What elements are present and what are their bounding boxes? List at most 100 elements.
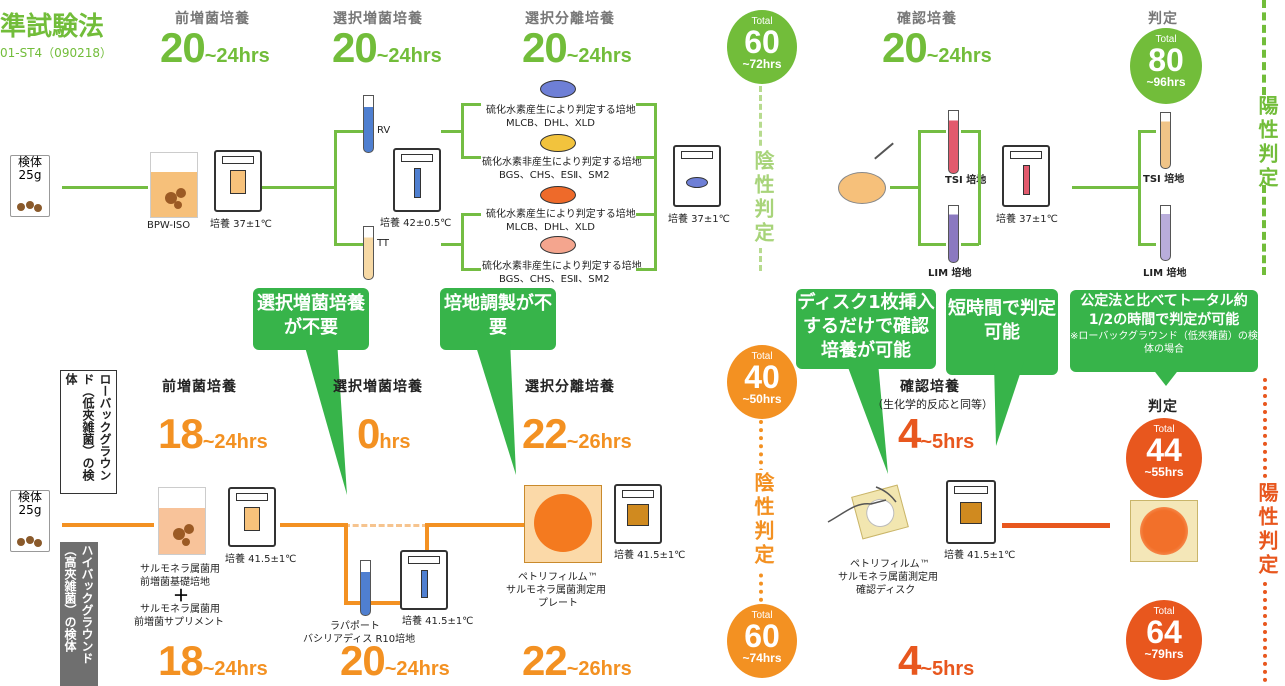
media-2-line1: 硫化水素非産生により判定する培地 bbox=[482, 157, 642, 168]
bottom-line-1 bbox=[62, 523, 154, 527]
bottom-negative-label: 陰性判定 bbox=[749, 470, 778, 570]
disc-label-2: サルモネラ属菌測定用 bbox=[838, 572, 938, 583]
incubator-icon bbox=[400, 550, 448, 610]
bracket-tick bbox=[918, 243, 946, 246]
bracket-tick bbox=[1138, 130, 1156, 133]
bottom-branch-left bbox=[344, 523, 348, 605]
plus-sign: ＋ bbox=[173, 586, 190, 605]
bracket-tick bbox=[461, 213, 481, 216]
hand-icon bbox=[827, 486, 897, 523]
low-background-label: ローバックグラウンド（低夾雑菌）の検体 bbox=[60, 370, 117, 494]
plate-pink-icon bbox=[540, 236, 576, 254]
top-line-2 bbox=[262, 186, 334, 189]
top-total-mid-badge: Total 60 ~72hrs bbox=[727, 10, 797, 84]
plate-blue-icon bbox=[540, 80, 576, 98]
callout-fast-judgement: 短時間で判定可能 bbox=[946, 289, 1058, 375]
lim-tube-icon bbox=[948, 205, 959, 263]
bottom-step-pre-enrichment: 前増菌培養 bbox=[162, 379, 237, 395]
top-confirm-bracket-right bbox=[978, 130, 981, 245]
bottom-total-low-end-badge: Total 44 ~55hrs bbox=[1126, 418, 1202, 498]
top-positive-divider-upper bbox=[1262, 0, 1266, 95]
media-3-line2: MLCB、DHL、XLD bbox=[506, 222, 595, 233]
media-1-line2: MLCB、DHL、XLD bbox=[506, 118, 595, 129]
bracket-tick bbox=[461, 103, 481, 106]
media-1-line1: 硫化水素産生により判定する培地 bbox=[486, 105, 636, 116]
plate-label-2: サルモネラ属菌測定用 bbox=[506, 585, 606, 596]
bpw-bag-icon bbox=[150, 152, 198, 218]
lim-label: LIM 培地 bbox=[928, 268, 972, 279]
petrifilm-plate-icon bbox=[524, 485, 602, 563]
incubator-icon bbox=[393, 148, 441, 212]
media-4-line1: 硫化水素非産生により判定する培地 bbox=[482, 261, 642, 272]
top-incubate-label-3: 培養 37±1℃ bbox=[668, 214, 730, 225]
top-negative-label: 陰性判定 bbox=[749, 148, 778, 248]
medium-line-3: サルモネラ属菌用 bbox=[140, 604, 220, 615]
bracket-tick bbox=[961, 243, 979, 246]
top-line-4 bbox=[441, 243, 461, 246]
top-branch-vertical bbox=[334, 130, 337, 245]
bottom-step-confirmation-note: （生化学的反応と同等） bbox=[872, 398, 993, 411]
bracket-tick bbox=[461, 268, 481, 271]
top-incubate-label-4: 培養 37±1℃ bbox=[996, 214, 1058, 225]
bottom-total-high-end-badge: Total 64 ~79hrs bbox=[1126, 600, 1202, 680]
loop-icon bbox=[874, 142, 894, 160]
tsi-tube-icon bbox=[948, 110, 959, 174]
callout-no-selective-enrichment: 選択増菌培養が不要 bbox=[253, 288, 369, 350]
high-time-confirmation: 4~5hrs bbox=[898, 637, 975, 684]
top-line-6 bbox=[1072, 186, 1140, 189]
bracket-tick bbox=[636, 268, 656, 271]
bottom-step-confirmation: 確認培養 bbox=[900, 379, 960, 395]
top-time-selective-isolation: 20~24hrs bbox=[522, 24, 632, 71]
tt-label: TT bbox=[377, 238, 390, 249]
bottom-incubate-label-3: 培養 41.5±1℃ bbox=[614, 550, 686, 561]
top-media-bracket-upper bbox=[461, 103, 464, 158]
callout-disc-confirmation: ディスク1枚挿入するだけで確認培養が可能 bbox=[796, 289, 936, 369]
medium-line-1: サルモネラ属菌用 bbox=[140, 564, 220, 575]
bottom-incubate-label-4: 培養 41.5±1℃ bbox=[944, 550, 1016, 561]
top-branch-tt bbox=[334, 243, 364, 246]
top-line-3 bbox=[441, 130, 461, 133]
tt-tube-icon bbox=[363, 226, 374, 280]
bracket-tick bbox=[961, 130, 979, 133]
callout-tail bbox=[994, 362, 1024, 446]
top-time-pre-enrichment: 20~24hrs bbox=[160, 24, 270, 71]
high-time-pre-enrichment: 18~24hrs bbox=[158, 637, 268, 684]
top-positive-label: 陽性判定 bbox=[1255, 95, 1279, 191]
top-time-selective-enrichment: 20~24hrs bbox=[332, 24, 442, 71]
bracket-tick bbox=[636, 103, 656, 106]
tsi-label: TSI 培地 bbox=[945, 175, 987, 186]
top-time-confirmation: 20~24hrs bbox=[882, 24, 992, 71]
tsi-result-tube-icon bbox=[1160, 112, 1171, 169]
bottom-total-low-mid-badge: Total 40 ~50hrs bbox=[727, 345, 797, 419]
incubator-icon bbox=[946, 480, 996, 544]
tsi-result-label: TSI 培地 bbox=[1143, 174, 1185, 185]
bottom-positive-divider-lower bbox=[1263, 582, 1267, 682]
top-step-judgement: 判定 bbox=[1148, 11, 1178, 27]
low-time-selective-isolation: 22~26hrs bbox=[522, 410, 632, 457]
bottom-line-skipped bbox=[344, 524, 428, 527]
plate-label-3: プレート bbox=[538, 598, 578, 609]
bracket-tick bbox=[461, 156, 481, 159]
medium-line-4: 前増菌サプリメント bbox=[134, 617, 224, 628]
top-media-bracket-right bbox=[654, 103, 657, 271]
rv-label: RV bbox=[377, 125, 391, 136]
callout-tail bbox=[474, 340, 516, 475]
bpw-label: BPW-ISO bbox=[147, 220, 191, 231]
top-step-pre-enrichment: 前増菌培養 bbox=[175, 11, 250, 27]
incubator-icon bbox=[614, 484, 662, 544]
bracket-tick bbox=[636, 213, 656, 216]
top-step-selective-isolation: 選択分離培養 bbox=[525, 11, 615, 27]
bottom-step-selective-enrichment: 選択増菌培養 bbox=[333, 379, 423, 395]
top-judge-bracket bbox=[1138, 130, 1141, 245]
top-total-end-badge: Total 80 ~96hrs bbox=[1130, 28, 1202, 104]
top-line-1 bbox=[62, 186, 148, 189]
result-plate-icon bbox=[1130, 500, 1198, 562]
rappaport-label-2: バシリアディス R10培地 bbox=[303, 634, 416, 645]
bracket-tick bbox=[918, 130, 946, 133]
bottom-total-high-mid-badge: Total 60 ~74hrs bbox=[727, 604, 797, 678]
high-time-selective-enrichment: 20~24hrs bbox=[340, 637, 450, 684]
bottom-line-3 bbox=[428, 523, 524, 527]
media-4-line2: BGS、CHS、ESⅡ、SM2 bbox=[499, 274, 610, 285]
callout-tail bbox=[1152, 368, 1180, 386]
